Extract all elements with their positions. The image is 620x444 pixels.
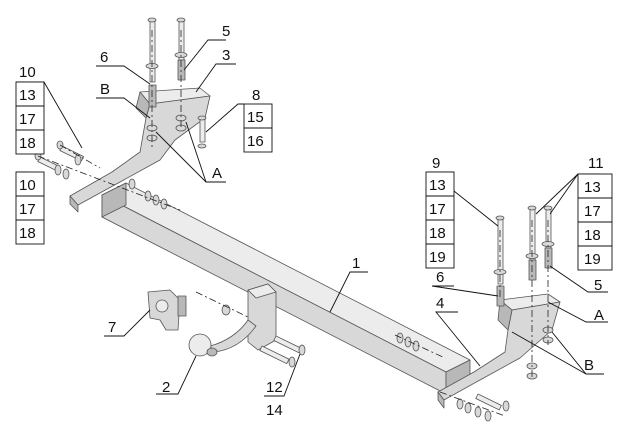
- stack-right11-1: 17: [584, 203, 601, 220]
- callout-3: 3: [222, 47, 230, 64]
- callout-1: 1: [352, 255, 360, 272]
- stack-right11-0: 13: [584, 179, 601, 196]
- stack-right9-2: 18: [429, 225, 446, 242]
- callout-a-left: A: [212, 165, 222, 182]
- stack-bolt8-0: 15: [247, 109, 264, 126]
- stack-left-lower-2: 18: [19, 225, 36, 242]
- leader-lines: [16, 39, 608, 397]
- callout-14: 14: [266, 402, 283, 419]
- stack-right9-0: 13: [429, 177, 446, 194]
- callout-5-top: 5: [222, 23, 230, 40]
- callout-9: 9: [432, 155, 440, 172]
- hitch-assembly: [188, 283, 277, 357]
- callout-8: 8: [252, 87, 260, 104]
- callout-7: 7: [108, 319, 116, 336]
- callout-11: 11: [588, 155, 604, 172]
- label-boxes: [15, 81, 613, 271]
- assembly-axes: [37, 30, 549, 417]
- callout-5-right: 5: [594, 277, 602, 294]
- stack-right11-2: 18: [584, 227, 601, 244]
- callout-12: 12: [266, 379, 283, 396]
- stack-bolt8-1: 16: [247, 133, 264, 150]
- callout-2: 2: [162, 379, 170, 396]
- stack-left-lower-0: 10: [19, 177, 36, 194]
- fasteners: [34, 17, 555, 422]
- stack-right9-1: 17: [429, 201, 446, 218]
- callout-a-right: A: [594, 307, 604, 324]
- callout-labels: 1 2 3 4 5 5 6 6 7 8 9 11 12 14 A A B B 1…: [19, 23, 604, 419]
- stack-right9-3: 19: [429, 249, 446, 266]
- callout-6-top: 6: [100, 49, 108, 66]
- left-bracket: [69, 87, 211, 213]
- stack-left-upper-3: 18: [19, 135, 36, 152]
- right-bracket: [437, 293, 561, 409]
- stack-right11-3: 19: [584, 251, 601, 268]
- stack-left-upper-0: 10: [19, 64, 36, 81]
- stack-left-lower-1: 17: [19, 201, 36, 218]
- callout-4: 4: [436, 295, 444, 312]
- callout-6-right: 6: [436, 269, 444, 286]
- callout-b-left: B: [100, 81, 110, 98]
- stack-left-upper-1: 13: [19, 87, 36, 104]
- callout-b-right: B: [584, 357, 594, 374]
- stack-left-upper-2: 17: [19, 111, 36, 128]
- socket-plate: [147, 289, 187, 331]
